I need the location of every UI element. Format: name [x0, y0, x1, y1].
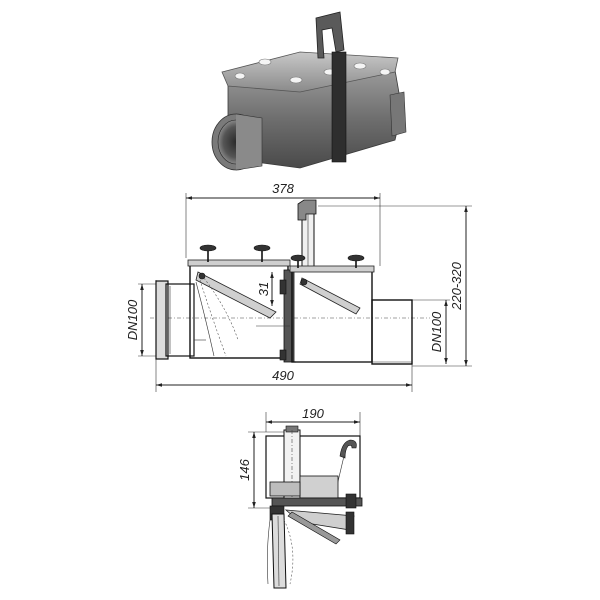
dim-146-label: 146 — [237, 458, 252, 480]
dim-490-label: 490 — [272, 368, 294, 383]
dimension-378: 378 — [185, 181, 381, 266]
dimension-220-320: 220-320 — [318, 205, 472, 367]
side-section-view: 378 490 220-320 DN100 DN100 — [125, 181, 472, 392]
right-chamber — [289, 254, 375, 363]
dimension-190: 190 — [265, 406, 361, 444]
dim-220-320-label: 220-320 — [449, 261, 464, 310]
dim-378-label: 378 — [272, 181, 294, 196]
end-view: 190 146 — [237, 406, 363, 589]
dimension-31: 31 — [256, 272, 274, 306]
dim-190-label: 190 — [302, 406, 324, 421]
lever-handle — [297, 199, 317, 271]
inlet-pipe — [155, 280, 195, 360]
dimension-146: 146 — [237, 431, 290, 509]
dim-dn100-outlet-label: DN100 — [429, 311, 444, 352]
dimension-dn100-outlet: DN100 — [412, 299, 450, 364]
middle-connector — [256, 269, 295, 363]
dim-dn100-inlet-label: DN100 — [125, 299, 140, 340]
dimension-dn100-inlet: DN100 — [125, 283, 160, 357]
left-chamber — [187, 244, 291, 359]
outlet-pipe — [296, 299, 413, 365]
product-photo — [211, 11, 407, 171]
dim-31-label: 31 — [256, 282, 271, 296]
